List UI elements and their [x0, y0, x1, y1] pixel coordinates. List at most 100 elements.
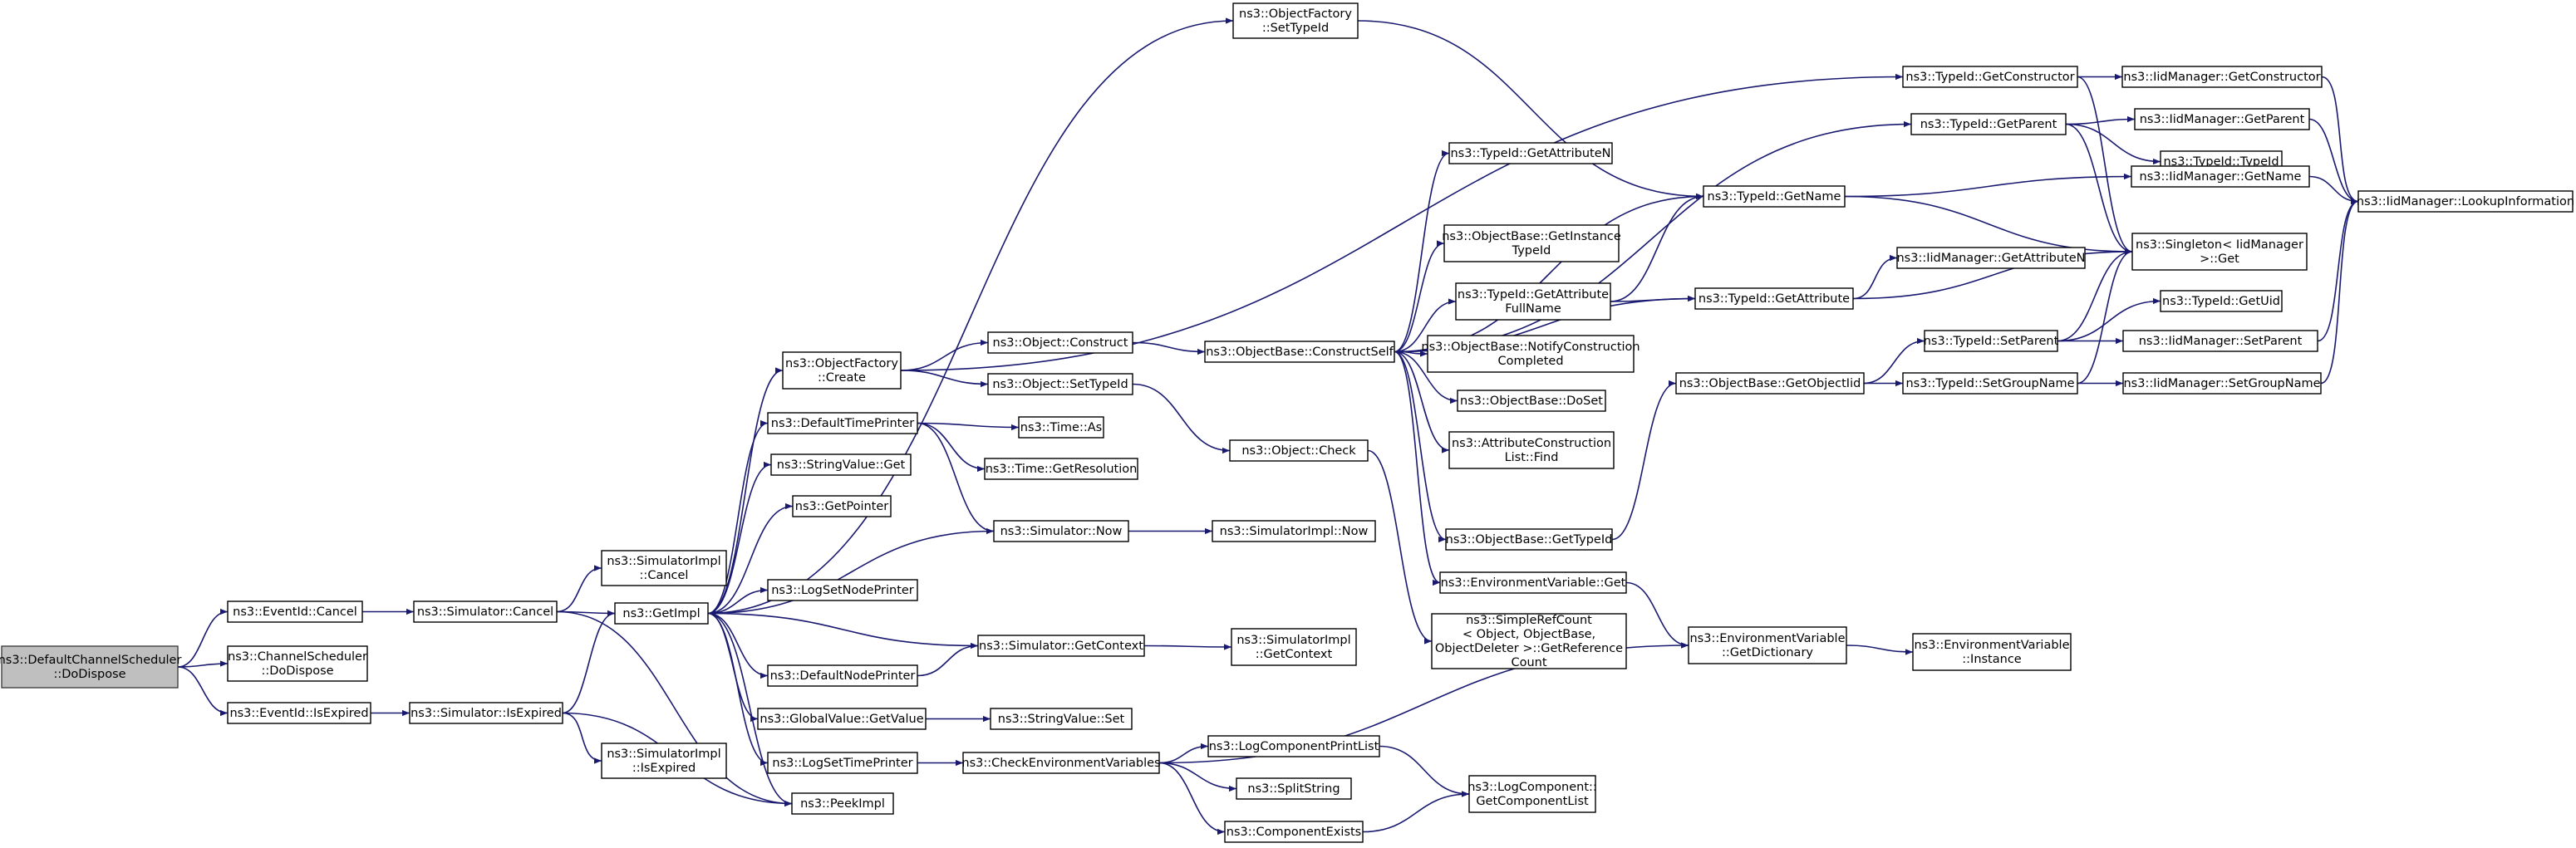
- node-getimpl[interactable]: ns3::GetImpl: [614, 602, 709, 625]
- node-tidgetconstructor[interactable]: ns3::TypeId::GetConstructor: [1902, 66, 2078, 88]
- node-objbasenotify[interactable]: ns3::ObjectBase::NotifyConstructionCompl…: [1421, 335, 1640, 373]
- node-objbasegettypeid[interactable]: ns3::ObjectBase::GetTypeId: [1445, 528, 1613, 551]
- node-label: ns3::TypeId::GetAttributeN: [1450, 147, 1610, 160]
- node-tidsetparent[interactable]: ns3::TypeId::SetParent: [1924, 330, 2059, 352]
- node-evexpired[interactable]: ns3::EventId::IsExpired: [227, 702, 371, 724]
- node-label: ns3::Object::Construct: [993, 336, 1128, 350]
- edge-iidgetconstructor-to-iidlookupinfo: [2321, 76, 2359, 205]
- node-defnodeprinter[interactable]: ns3::DefaultNodePrinter: [767, 664, 918, 687]
- node-label: ns3::GetPointer: [795, 500, 889, 513]
- edge-tidgetname-to-iidgetname: [1844, 173, 2132, 198]
- node-iidlookupinfo[interactable]: ns3::IidManager::LookupInformation: [2357, 190, 2574, 213]
- node-objconstruct[interactable]: ns3::Object::Construct: [987, 331, 1133, 354]
- node-simgetcontext[interactable]: ns3::Simulator::GetContext: [977, 635, 1145, 657]
- node-ofsettypeid[interactable]: ns3::ObjectFactory::SetTypeId: [1232, 2, 1359, 39]
- node-box: [1924, 330, 2058, 352]
- node-iidgetname[interactable]: ns3::IidManager::GetName: [2131, 165, 2310, 188]
- node-implgetcontext[interactable]: ns3::SimulatorImpl::GetContext: [1231, 628, 1357, 666]
- node-tidgetuid[interactable]: ns3::TypeId::GetUid: [2160, 290, 2283, 312]
- node-box: [792, 495, 892, 517]
- node-objbasedoset[interactable]: ns3::ObjectBase::DoSet: [1457, 390, 1606, 412]
- node-box: [1443, 224, 1620, 262]
- node-label: ns3::SimulatorImpl: [1236, 634, 1350, 647]
- node-logsettimeprinter[interactable]: ns3::LogSetTimePrinter: [767, 752, 918, 774]
- edge-simexpired-to-implexpired: [562, 712, 602, 764]
- node-logsetnodeprinter[interactable]: ns3::LogSetNodePrinter: [767, 579, 918, 601]
- node-checkenv[interactable]: ns3::CheckEnvironmentVariables: [961, 752, 1161, 774]
- node-box: [1236, 777, 1352, 800]
- node-getpointer[interactable]: ns3::GetPointer: [792, 495, 892, 517]
- node-label: Completed: [1497, 355, 1563, 368]
- node-label: ::GetDictionary: [1722, 646, 1813, 659]
- node-box: [1912, 633, 2072, 671]
- node-box: [770, 453, 912, 476]
- node-box: [977, 635, 1145, 657]
- node-label: FullName: [1505, 302, 1561, 316]
- node-box: [987, 331, 1133, 354]
- node-box: [767, 412, 918, 434]
- node-gvgetvalue[interactable]: ns3::GlobalValue::GetValue: [757, 708, 927, 730]
- node-implexpired[interactable]: ns3::SimulatorImpl::IsExpired: [601, 743, 727, 779]
- node-objcheck[interactable]: ns3::Object::Check: [1229, 439, 1369, 462]
- node-objbaseconstructself[interactable]: ns3::ObjectBase::ConstructSelf: [1204, 341, 1395, 363]
- node-iidgetattrn[interactable]: ns3::IidManager::GetAttributeN: [1896, 247, 2086, 269]
- node-simcancel[interactable]: ns3::Simulator::Cancel: [413, 600, 558, 623]
- node-box: [1910, 113, 2067, 135]
- node-logcompprintlist[interactable]: ns3::LogComponentPrintList: [1207, 735, 1380, 757]
- node-label: ns3::LogSetTimePrinter: [772, 757, 912, 770]
- node-tidgetattrn[interactable]: ns3::TypeId::GetAttributeN: [1448, 142, 1613, 164]
- node-iidgetparent[interactable]: ns3::IidManager::GetParent: [2134, 108, 2310, 130]
- node-singletonget[interactable]: ns3::Singleton< IidManager >::Get: [2131, 233, 2308, 271]
- node-root[interactable]: ns3::DefaultChannelScheduler::DoDispose: [0, 645, 181, 689]
- node-strvalset[interactable]: ns3::StringValue::Set: [990, 708, 1133, 730]
- node-tidgetattr[interactable]: ns3::TypeId::GetAttribute: [1694, 287, 1854, 310]
- node-strvalget[interactable]: ns3::StringValue::Get: [770, 453, 912, 476]
- node-box: [1468, 775, 1596, 813]
- node-objbasegetobjectiid[interactable]: ns3::ObjectBase::GetObjectIid: [1675, 372, 1865, 395]
- node-ofcreate[interactable]: ns3::ObjectFactory::Create: [782, 351, 902, 390]
- node-label: ns3::ComponentExists: [1227, 826, 1362, 839]
- node-box: [1896, 247, 2086, 269]
- node-splitstring[interactable]: ns3::SplitString: [1236, 777, 1352, 800]
- node-label: ns3::EventId::Cancel: [233, 605, 357, 619]
- node-box: [227, 702, 371, 724]
- node-box: [1439, 571, 1627, 594]
- node-iidsetgroupname[interactable]: ns3::IidManager::SetGroupName: [2122, 372, 2322, 395]
- node-label: ns3::StringValue::Set: [998, 713, 1125, 726]
- node-tidsetgroupname[interactable]: ns3::TypeId::SetGroupName: [1902, 372, 2078, 395]
- node-implcancel[interactable]: ns3::SimulatorImpl::Cancel: [601, 550, 727, 586]
- node-iidgetconstructor[interactable]: ns3::IidManager::GetConstructor: [2121, 66, 2323, 88]
- node-iidsetparent[interactable]: ns3::IidManager::SetParent: [2122, 330, 2318, 352]
- node-tidgetparent[interactable]: ns3::TypeId::GetParent: [1910, 113, 2067, 135]
- node-compexists[interactable]: ns3::ComponentExists: [1224, 821, 1364, 843]
- node-box: [990, 708, 1133, 730]
- node-timeas[interactable]: ns3::Time::As: [1018, 416, 1104, 439]
- node-envget[interactable]: ns3::EnvironmentVariable::Get: [1439, 571, 1627, 594]
- node-peekimpl[interactable]: ns3::PeekImpl: [791, 792, 894, 815]
- node-simplerefcount[interactable]: ns3::SimpleRefCount< Object, ObjectBase,…: [1431, 613, 1627, 669]
- node-evcancel[interactable]: ns3::EventId::Cancel: [227, 600, 363, 623]
- node-implnow[interactable]: ns3::SimulatorImpl::Now: [1212, 520, 1376, 542]
- node-label: TypeId: [1512, 244, 1551, 257]
- node-label: ns3::TypeId::SetGroupName: [1905, 377, 2074, 390]
- node-simexpired[interactable]: ns3::Simulator::IsExpired: [409, 702, 563, 724]
- node-chsched[interactable]: ns3::ChannelScheduler::DoDispose: [227, 645, 368, 682]
- node-deftimeprinter[interactable]: ns3::DefaultTimePrinter: [767, 412, 918, 434]
- edge-deftimeprinter-to-timeas: [917, 422, 1020, 431]
- node-tidgetname[interactable]: ns3::TypeId::GetName: [1703, 185, 1846, 208]
- node-simnow[interactable]: ns3::Simulator::Now: [993, 520, 1129, 542]
- node-envinstance[interactable]: ns3::EnvironmentVariable::Instance: [1912, 633, 2072, 671]
- edge-tidsetgroupname-to-singletonget: [2077, 248, 2133, 385]
- node-objsettypeid[interactable]: ns3::Object::SetTypeId: [987, 373, 1133, 395]
- edge-objbaseconstructself-to-objbasedoset: [1394, 350, 1458, 404]
- node-label: ns3::Object::Check: [1241, 444, 1356, 458]
- node-timegetres[interactable]: ns3::Time::GetResolution: [984, 458, 1138, 480]
- edge-objbasegettypeid-to-objbasegetobjectiid: [1611, 380, 1677, 541]
- node-logcompgetlist[interactable]: ns3::LogComponent::GetComponentList: [1467, 775, 1597, 813]
- node-envgetdict[interactable]: ns3::EnvironmentVariable::GetDictionary: [1688, 626, 1847, 664]
- node-box: [1675, 372, 1865, 395]
